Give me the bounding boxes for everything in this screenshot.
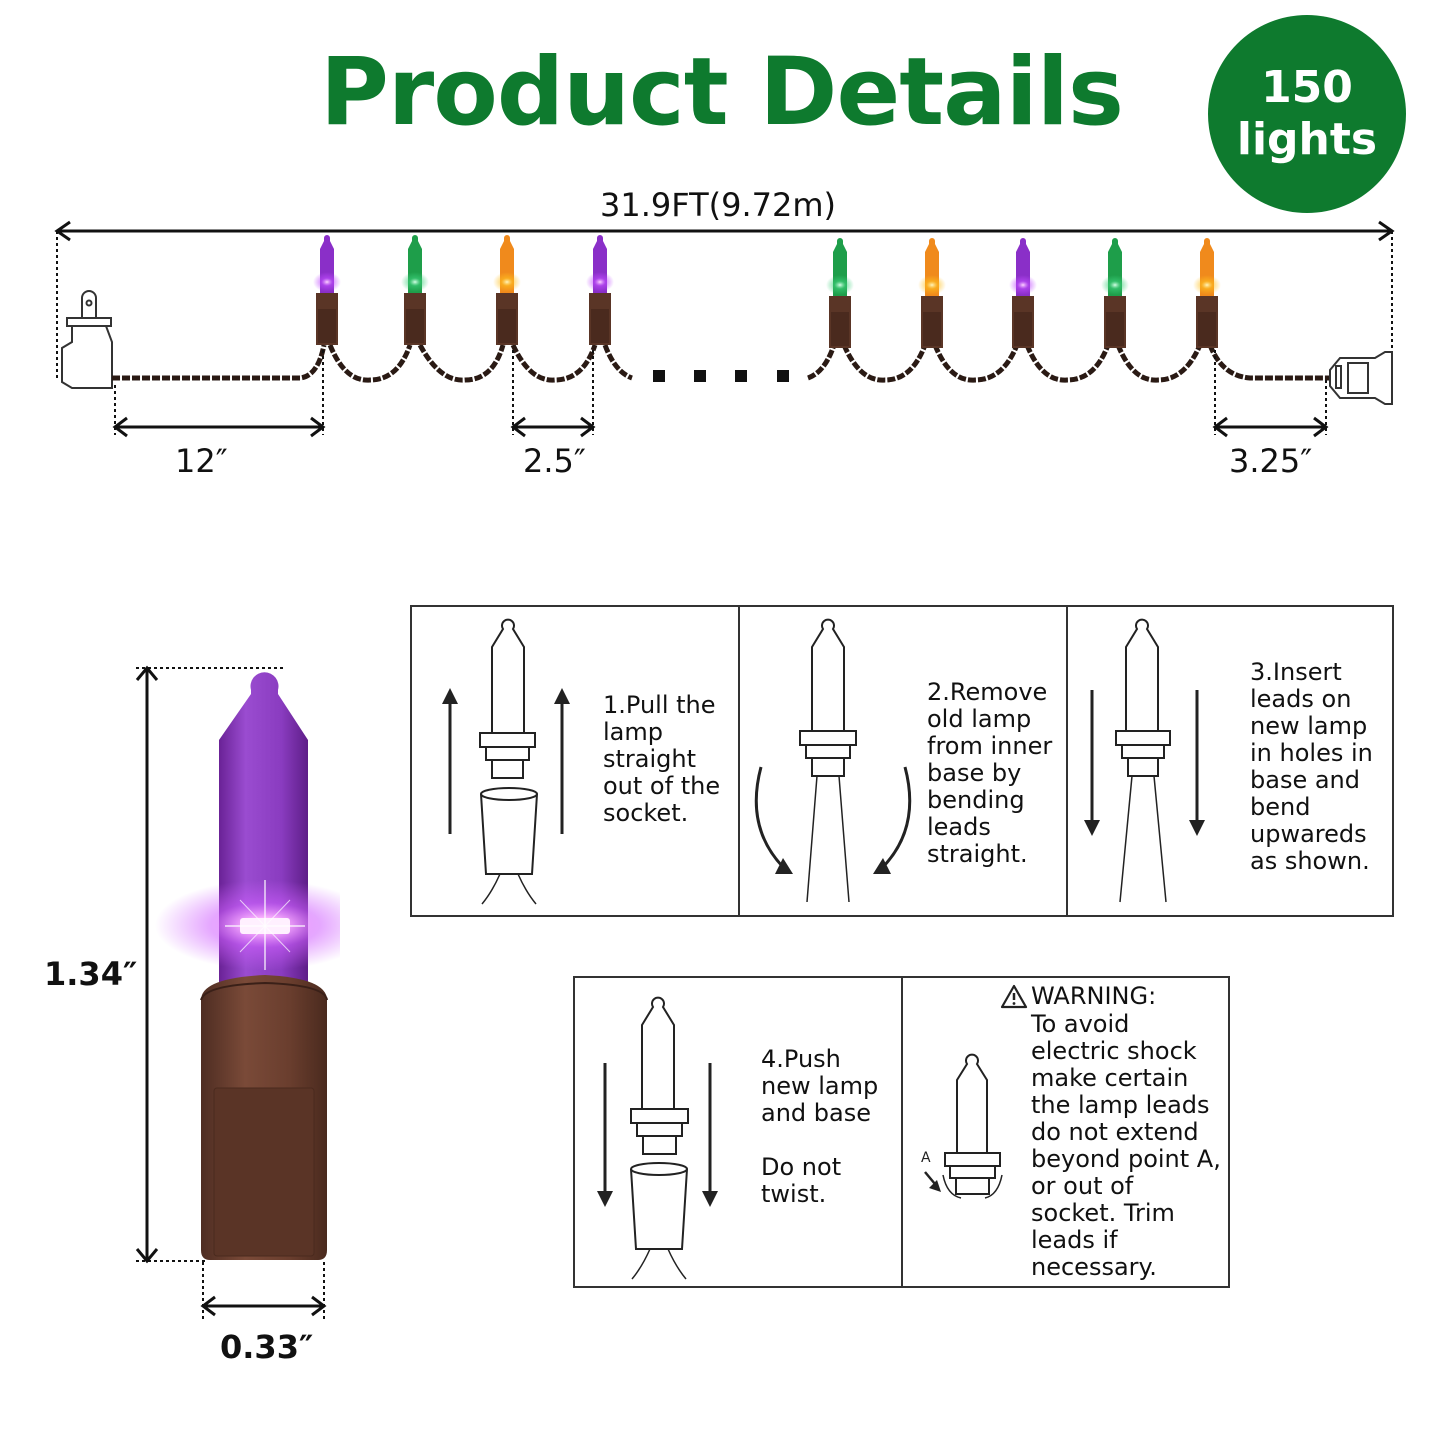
point-a-label: A <box>921 1150 931 1166</box>
bulb-width-label: 0.33″ <box>220 1328 314 1366</box>
pointer-arrow-icon <box>924 1171 941 1192</box>
arrow-down-icon <box>1189 690 1205 836</box>
warning-heading-row: WARNING: <box>1000 983 1156 1010</box>
arrow-up-icon <box>554 688 570 834</box>
bulb-closeup <box>135 665 340 1320</box>
step-1-text: 1.Pull the lamp straight out of the sock… <box>603 691 721 827</box>
total-length-label: 31.9FT(9.72m) <box>600 186 837 224</box>
end-connector-icon <box>1329 351 1393 405</box>
arrow-down-icon <box>702 1063 718 1207</box>
lead-length-label: 12″ <box>175 442 228 480</box>
end-length-label: 3.25″ <box>1229 442 1313 480</box>
light-string-diagram <box>54 220 1395 438</box>
step-1-illustration <box>442 618 570 905</box>
title-text: Product Details <box>320 38 1124 147</box>
step-2-illustration <box>754 618 912 903</box>
step-2-text: 2.Remove old lamp from inner base by ben… <box>927 678 1053 868</box>
curved-arrow-icon <box>754 766 793 874</box>
arrow-down-icon <box>1084 690 1100 836</box>
plug-icon <box>61 290 113 389</box>
warning-triangle-icon <box>1000 984 1028 1008</box>
step-3-illustration <box>1084 618 1205 903</box>
page-title: Product Details <box>0 38 1445 148</box>
warning-illustration: A <box>921 1053 1003 1199</box>
instruction-panel-top <box>410 605 1394 917</box>
bulb-height-label: 1.34″ <box>44 955 138 993</box>
badge-unit: lights <box>1236 114 1378 165</box>
arrow-down-icon <box>597 1063 613 1207</box>
light-count-badge: 150 lights <box>1208 15 1406 213</box>
warning-text: To avoid electric shock make certain the… <box>1031 1010 1221 1281</box>
warning-heading: WARNING: <box>1031 982 1157 1010</box>
badge-count: 150 <box>1261 62 1353 113</box>
arrow-up-icon <box>442 688 458 834</box>
step-4-text: 4.Push new lamp and base Do not twist. <box>761 1045 879 1208</box>
bulb-spacing-label: 2.5″ <box>523 442 586 480</box>
curved-arrow-icon <box>873 766 912 874</box>
step-3-text: 3.Insert leads on new lamp in holes in b… <box>1250 658 1373 875</box>
step-4-illustration <box>597 996 718 1280</box>
